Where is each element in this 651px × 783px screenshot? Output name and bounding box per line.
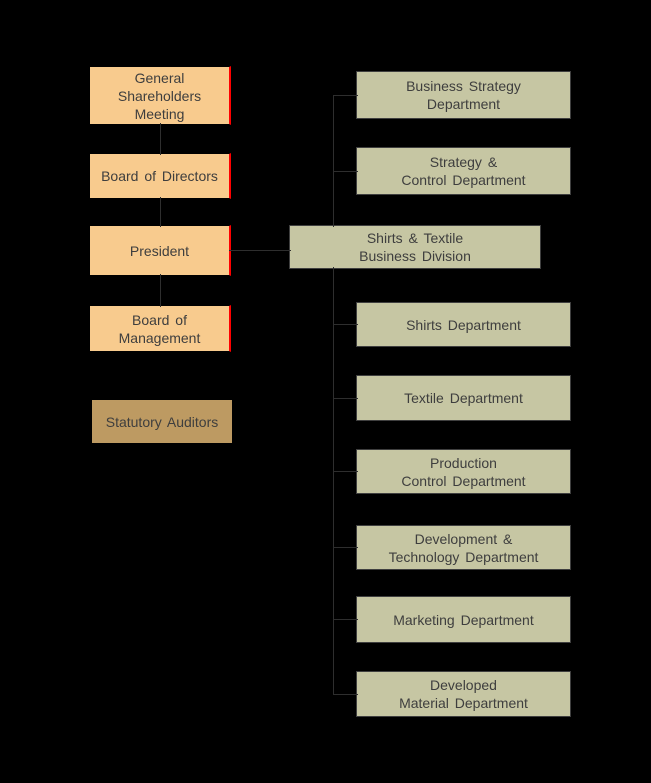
org-box-development-technology-department: Development & Technology Department bbox=[356, 525, 571, 570]
connector-branch-strategy-control bbox=[333, 171, 358, 172]
org-box-production-control-department: Production Control Department bbox=[356, 449, 571, 494]
org-box-textile-department: Textile Department bbox=[356, 375, 571, 421]
org-box-shirts-textile-business-division: Shirts & Textile Business Division bbox=[289, 225, 541, 269]
connector-branch-production bbox=[333, 471, 358, 472]
connector-president-to-division bbox=[229, 250, 291, 251]
connector-branch-textile bbox=[333, 398, 358, 399]
connector-trunk-upper bbox=[333, 95, 334, 227]
org-box-board-of-management: Board of Management bbox=[89, 305, 231, 352]
connector-gsm-to-directors bbox=[160, 123, 161, 155]
connector-branch-development bbox=[333, 547, 358, 548]
org-box-shirts-department: Shirts Department bbox=[356, 302, 571, 347]
org-box-general-shareholders-meeting: General Shareholders Meeting bbox=[89, 66, 231, 125]
org-box-president: President bbox=[89, 225, 231, 276]
connector-branch-shirts bbox=[333, 324, 358, 325]
connector-trunk-lower bbox=[333, 267, 334, 695]
connector-branch-marketing bbox=[333, 619, 358, 620]
connector-president-to-management bbox=[160, 274, 161, 307]
connector-branch-business-strategy bbox=[333, 95, 358, 96]
org-box-board-of-directors: Board of Directors bbox=[89, 153, 231, 199]
org-box-developed-material-department: Developed Material Department bbox=[356, 671, 571, 717]
org-box-statutory-auditors: Statutory Auditors bbox=[91, 399, 233, 444]
org-box-marketing-department: Marketing Department bbox=[356, 596, 571, 643]
connector-branch-developed-material bbox=[333, 694, 358, 695]
connector-directors-to-president bbox=[160, 197, 161, 227]
org-box-strategy-control-department: Strategy & Control Department bbox=[356, 147, 571, 195]
org-box-business-strategy-department: Business Strategy Department bbox=[356, 71, 571, 119]
